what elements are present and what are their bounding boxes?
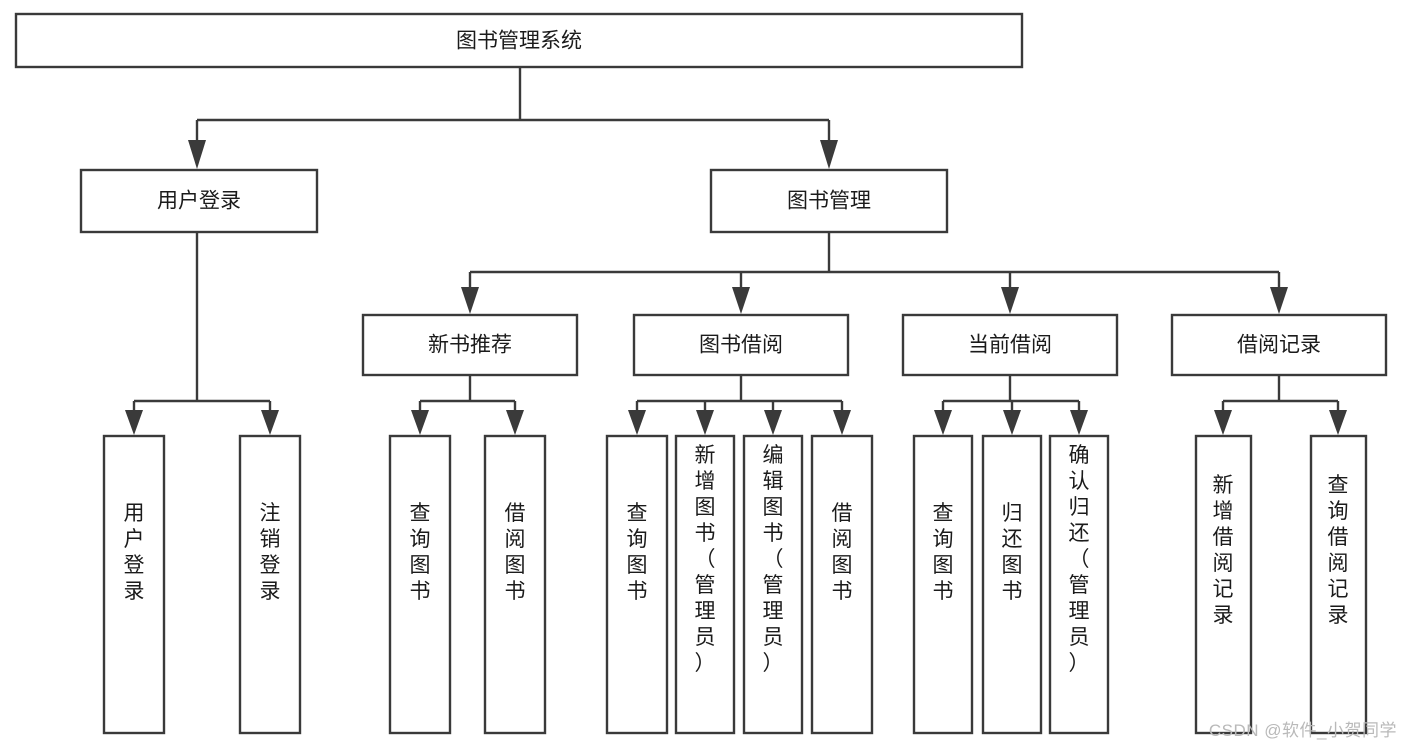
node-leaf-add-borrow-record-label: 新增借阅记录 [1213,474,1234,627]
node-leaf-query-borrow-record[interactable]: 查询借阅记录 [1309,434,1368,735]
node-leaf-user-logout[interactable]: 注销登录 [238,434,302,735]
node-root-label: 图书管理系统 [456,30,582,53]
node-leaf-query-book-current-label: 查询图书 [933,502,954,603]
node-book-manage-label: 图书管理 [787,190,871,213]
arrow-leaf-user-logout [261,410,279,435]
csdn-watermark: CSDN @软件_小贺同学 [1208,721,1397,740]
node-leaf-query-book-rec-label: 查询图书 [410,502,431,603]
arrow-leaf-borrow-book [833,410,851,435]
node-leaf-query-book-borrow-box[interactable] [605,434,669,735]
arrow-leaf-query-borrow-record [1329,410,1347,435]
node-leaf-borrow-book-box[interactable] [810,434,874,735]
node-leaf-borrow-book-rec-label: 借阅图书 [505,502,526,603]
arrow-book-borrow [732,287,750,314]
arrow-leaf-borrow-book-rec [506,410,524,435]
arrow-user-login [188,140,206,169]
node-new-book-recommend-box[interactable] [361,313,579,377]
arrow-leaf-edit-book-admin [764,410,782,435]
node-leaf-query-borrow-record-box[interactable] [1309,434,1368,735]
node-leaf-user-logout-box[interactable] [238,434,302,735]
node-user-login-label: 用户登录 [157,190,241,213]
node-leaf-user-login[interactable]: 用户登录 [102,434,166,735]
node-user-login[interactable]: 用户登录 [79,168,319,234]
node-leaf-user-logout-label: 注销登录 [260,502,281,603]
node-leaf-user-login-label: 用户登录 [124,502,145,603]
node-user-login-box[interactable] [79,168,319,234]
node-current-borrow[interactable]: 当前借阅 [901,313,1119,377]
node-leaf-confirm-return-admin[interactable]: 确认归还（管理员） [1048,434,1110,735]
node-leaf-edit-book-admin-box[interactable] [742,434,804,735]
node-leaf-query-book-borrow[interactable]: 查询图书 [605,434,669,735]
node-leaf-edit-book-admin-label: 编辑图书（管理员） [763,444,784,675]
node-current-borrow-label: 当前借阅 [968,334,1052,357]
node-leaf-user-login-box[interactable] [102,434,166,735]
node-leaf-borrow-book-rec-box[interactable] [483,434,547,735]
arrow-leaf-add-book-admin [696,410,714,435]
node-leaf-query-borrow-record-label: 查询借阅记录 [1328,474,1349,627]
arrow-leaf-confirm-return-admin [1070,410,1088,435]
arrow-leaf-query-book-current [934,410,952,435]
node-leaf-query-book-current-box[interactable] [912,434,974,735]
node-leaf-add-borrow-record[interactable]: 新增借阅记录 [1194,434,1253,735]
arrow-leaf-user-login [125,410,143,435]
node-book-manage-box[interactable] [709,168,949,234]
node-leaf-borrow-book-label: 借阅图书 [832,502,853,603]
node-borrow-record-label: 借阅记录 [1237,334,1321,357]
arrow-new-book-recommend [461,287,479,314]
node-leaf-return-book[interactable]: 归还图书 [981,434,1043,735]
node-leaf-edit-book-admin[interactable]: 编辑图书（管理员） [742,434,804,735]
node-new-book-recommend[interactable]: 新书推荐 [361,313,579,377]
node-root-box[interactable] [14,12,1024,69]
node-leaf-add-book-admin-box[interactable] [674,434,736,735]
node-leaf-query-book-current[interactable]: 查询图书 [912,434,974,735]
node-leaf-return-book-box[interactable] [981,434,1043,735]
arrow-leaf-query-book-rec [411,410,429,435]
node-leaf-query-book-rec-box[interactable] [388,434,452,735]
arrow-leaf-return-book [1003,410,1021,435]
node-leaf-confirm-return-admin-box[interactable] [1048,434,1110,735]
arrow-book-manage [820,140,838,169]
node-leaf-add-book-admin-label: 新增图书（管理员） [695,444,716,675]
node-leaf-confirm-return-admin-label: 确认归还（管理员） [1069,444,1090,675]
node-leaf-borrow-book[interactable]: 借阅图书 [810,434,874,735]
node-root[interactable]: 图书管理系统 [14,12,1024,69]
node-book-manage[interactable]: 图书管理 [709,168,949,234]
arrow-leaf-add-borrow-record [1214,410,1232,435]
arrow-borrow-record [1270,287,1288,314]
arrow-current-borrow [1001,287,1019,314]
node-book-borrow-label: 图书借阅 [699,334,783,357]
node-leaf-return-book-label: 归还图书 [1002,502,1023,603]
node-leaf-add-book-admin[interactable]: 新增图书（管理员） [674,434,736,735]
node-leaf-query-book-rec[interactable]: 查询图书 [388,434,452,735]
node-leaf-query-book-borrow-label: 查询图书 [627,502,648,603]
connector-layer [125,67,1347,435]
node-borrow-record[interactable]: 借阅记录 [1170,313,1388,377]
node-leaf-borrow-book-rec[interactable]: 借阅图书 [483,434,547,735]
node-borrow-record-box[interactable] [1170,313,1388,377]
arrow-leaf-query-book-borrow [628,410,646,435]
node-current-borrow-box[interactable] [901,313,1119,377]
node-leaf-add-borrow-record-box[interactable] [1194,434,1253,735]
node-book-borrow[interactable]: 图书借阅 [632,313,850,377]
node-book-borrow-box[interactable] [632,313,850,377]
node-new-book-recommend-label: 新书推荐 [428,334,512,357]
